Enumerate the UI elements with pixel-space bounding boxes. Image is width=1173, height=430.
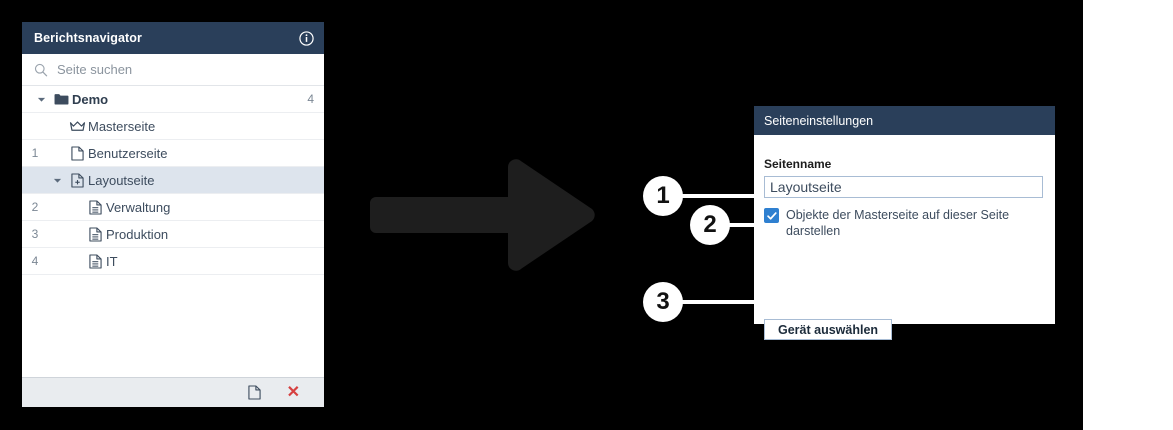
tree-row-number: 2 bbox=[31, 200, 39, 214]
tree-row-benutzerseite[interactable]: 1 Benutzerseite bbox=[22, 140, 324, 167]
dialog-title: Seiteneinstellungen bbox=[764, 113, 874, 128]
navigator-footer-toolbar: ✕ bbox=[22, 377, 324, 407]
callout-leader-3 bbox=[678, 300, 762, 304]
callout-badge-1: 1 bbox=[643, 176, 683, 216]
tree-row-demo[interactable]: Demo 4 bbox=[22, 86, 324, 113]
page-tree: Demo 4 Masterseite 1 bbox=[22, 86, 324, 377]
tree-row-masterseite[interactable]: Masterseite bbox=[22, 113, 324, 140]
tree-row-number: 3 bbox=[31, 227, 39, 241]
page-plus-icon bbox=[66, 172, 88, 188]
chevron-down-icon[interactable] bbox=[48, 176, 66, 185]
tree-row-label: Benutzerseite bbox=[88, 145, 168, 161]
device-select-button[interactable]: Gerät auswählen bbox=[764, 319, 893, 340]
tree-row-label: Layoutseite bbox=[88, 172, 155, 188]
tree-row-count: 4 bbox=[307, 92, 314, 106]
navigator-title: Berichtsnavigator bbox=[34, 31, 142, 45]
tree-row-verwaltung[interactable]: 2 Verwaltung bbox=[22, 194, 324, 221]
close-x-icon[interactable]: ✕ bbox=[286, 383, 300, 401]
callout-leader-1 bbox=[678, 194, 760, 198]
master-objects-checkbox-row[interactable]: Objekte der Masterseite auf dieser Seite… bbox=[764, 207, 1045, 239]
tree-row-label: Produktion bbox=[106, 226, 169, 242]
search-icon bbox=[34, 63, 48, 77]
search-input[interactable]: Seite suchen bbox=[57, 62, 133, 77]
page-name-input[interactable] bbox=[764, 176, 1043, 198]
new-page-icon[interactable] bbox=[247, 385, 261, 400]
tree-row-number: 1 bbox=[31, 146, 39, 160]
callout-badge-3: 3 bbox=[643, 282, 683, 322]
chevron-down-icon[interactable] bbox=[32, 95, 50, 104]
master-objects-checkbox-label: Objekte der Masterseite auf dieser Seite… bbox=[786, 208, 1010, 238]
tree-row-layoutseite[interactable]: Layoutseite bbox=[22, 167, 324, 194]
right-arrow-icon bbox=[368, 155, 596, 275]
master-objects-checkbox[interactable] bbox=[764, 208, 779, 223]
info-circle-icon[interactable] bbox=[299, 30, 314, 46]
page-name-label: Seitenname bbox=[764, 157, 832, 171]
page-lines-icon bbox=[84, 253, 106, 269]
tree-row-label: Demo bbox=[72, 91, 109, 107]
tree-row-number: 4 bbox=[31, 254, 39, 268]
tree-row-label: IT bbox=[106, 253, 118, 269]
right-white-gutter bbox=[1083, 0, 1173, 430]
dialog-header: Seiteneinstellungen bbox=[754, 106, 1055, 135]
navigator-header: Berichtsnavigator bbox=[22, 22, 324, 54]
page-icon bbox=[66, 145, 88, 161]
page-settings-dialog: Seiteneinstellungen Seitenname Objekte d… bbox=[754, 106, 1055, 340]
tree-row-it[interactable]: 4 IT bbox=[22, 248, 324, 275]
tree-row-produktion[interactable]: 3 Produktion bbox=[22, 221, 324, 248]
dialog-body: Seitenname Objekte der Masterseite auf d… bbox=[754, 135, 1055, 340]
folder-icon bbox=[50, 93, 72, 106]
search-bar[interactable]: Seite suchen bbox=[22, 54, 324, 86]
crown-icon bbox=[66, 120, 88, 133]
page-lines-icon bbox=[84, 226, 106, 242]
report-navigator-panel: Berichtsnavigator Seite suchen bbox=[22, 22, 324, 407]
callout-badge-2: 2 bbox=[690, 205, 730, 245]
tree-row-label: Verwaltung bbox=[106, 199, 171, 215]
callout-leader-2 bbox=[726, 223, 762, 227]
page-lines-icon bbox=[84, 199, 106, 215]
tree-row-label: Masterseite bbox=[88, 118, 156, 134]
